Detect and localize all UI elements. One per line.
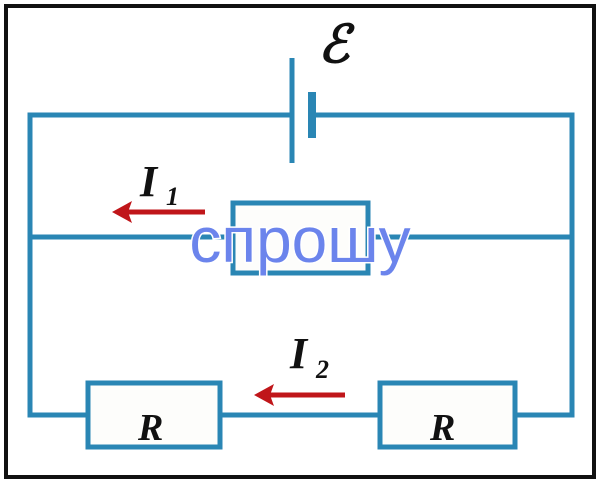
resistor-left [85, 380, 223, 450]
resistor-left-label: R [137, 407, 163, 449]
watermark: спрошу [189, 204, 410, 276]
current2-subscript: 2 [315, 355, 329, 384]
battery [289, 58, 316, 163]
arrow-i1 [112, 201, 205, 223]
current1-label: I [139, 157, 159, 206]
frame [4, 4, 596, 479]
arrow-i2 [254, 384, 345, 406]
current2-label: I [289, 329, 309, 378]
resistor-right-label: R [429, 407, 455, 449]
wires [27, 112, 575, 418]
resistor-x [230, 200, 371, 276]
emf-label: ℰ [318, 17, 355, 74]
resistor-right [377, 380, 518, 450]
current1-subscript: 1 [166, 182, 179, 211]
